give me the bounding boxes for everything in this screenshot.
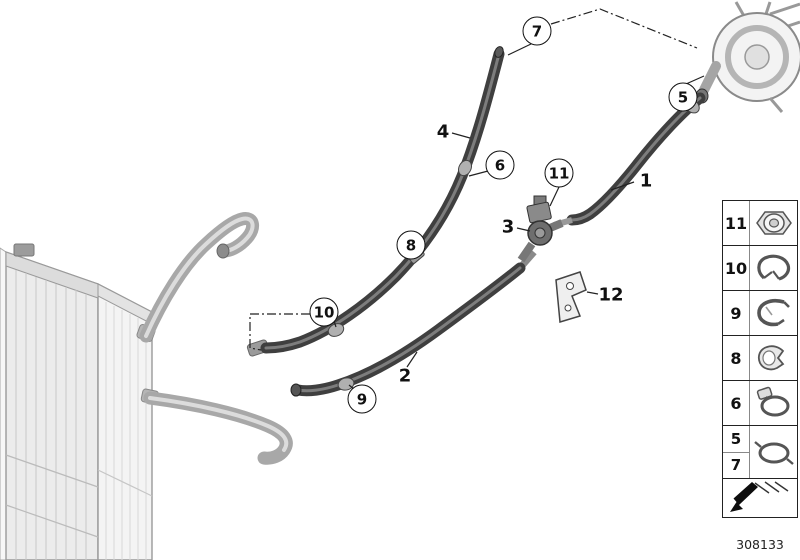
legend-item-6[interactable]: 6 <box>722 380 798 426</box>
legend-number: 7 <box>723 451 749 479</box>
legend-item-direction[interactable] <box>722 478 798 518</box>
label-3[interactable]: 3 <box>501 216 515 238</box>
hose-2-drawing <box>290 249 537 397</box>
legend-number: 5 <box>730 429 742 448</box>
callout-5[interactable]: 5 <box>668 82 698 112</box>
hose-4-drawing <box>260 46 505 354</box>
nut-icon <box>755 211 792 235</box>
radiator-drawing <box>0 243 160 560</box>
bracket-drawing <box>555 271 587 323</box>
callout-10[interactable]: 10 <box>309 297 339 327</box>
water-valve-drawing <box>517 195 564 263</box>
callout-8[interactable]: 8 <box>396 230 426 260</box>
radiator-hose-bottom-drawing <box>143 391 293 465</box>
spring-clip-icon <box>756 254 790 281</box>
legend-number: 6 <box>723 381 750 425</box>
hose-clamp-icon <box>756 386 789 417</box>
legend-item-9[interactable]: 9 <box>722 290 798 336</box>
legend-item-11[interactable]: 11 <box>722 200 798 246</box>
drawing-number: 308133 <box>736 537 784 552</box>
legend-number: 10 <box>723 246 750 290</box>
label-1[interactable]: 1 <box>639 170 653 192</box>
callout-6[interactable]: 6 <box>485 150 515 180</box>
callout-7[interactable]: 7 <box>522 16 552 46</box>
label-2[interactable]: 2 <box>398 365 412 387</box>
callout-11[interactable]: 11 <box>544 158 574 188</box>
legend-item-8[interactable]: 8 <box>722 335 798 381</box>
legend-number: 8 <box>723 336 750 380</box>
legend-number: 9 <box>723 291 750 335</box>
band-clamp-icon <box>753 441 794 465</box>
legend-item-10[interactable]: 10 <box>722 245 798 291</box>
holder-clip-icon <box>756 298 790 327</box>
leader-lines <box>249 8 705 391</box>
direction-arrow-icon <box>730 481 789 512</box>
label-4[interactable]: 4 <box>436 121 450 143</box>
legend-item-5-7[interactable]: 5 7 <box>722 425 798 479</box>
hose-clamps-drawing <box>327 98 700 391</box>
label-12[interactable]: 12 <box>598 284 624 306</box>
cable-clip-icon <box>757 345 784 371</box>
callout-9[interactable]: 9 <box>347 384 377 414</box>
radiator-hose-top-drawing <box>139 212 260 343</box>
expansion-tank-drawing <box>699 1 800 113</box>
legend-number: 11 <box>723 201 750 245</box>
parts-legend: 11 10 9 <box>722 200 798 518</box>
